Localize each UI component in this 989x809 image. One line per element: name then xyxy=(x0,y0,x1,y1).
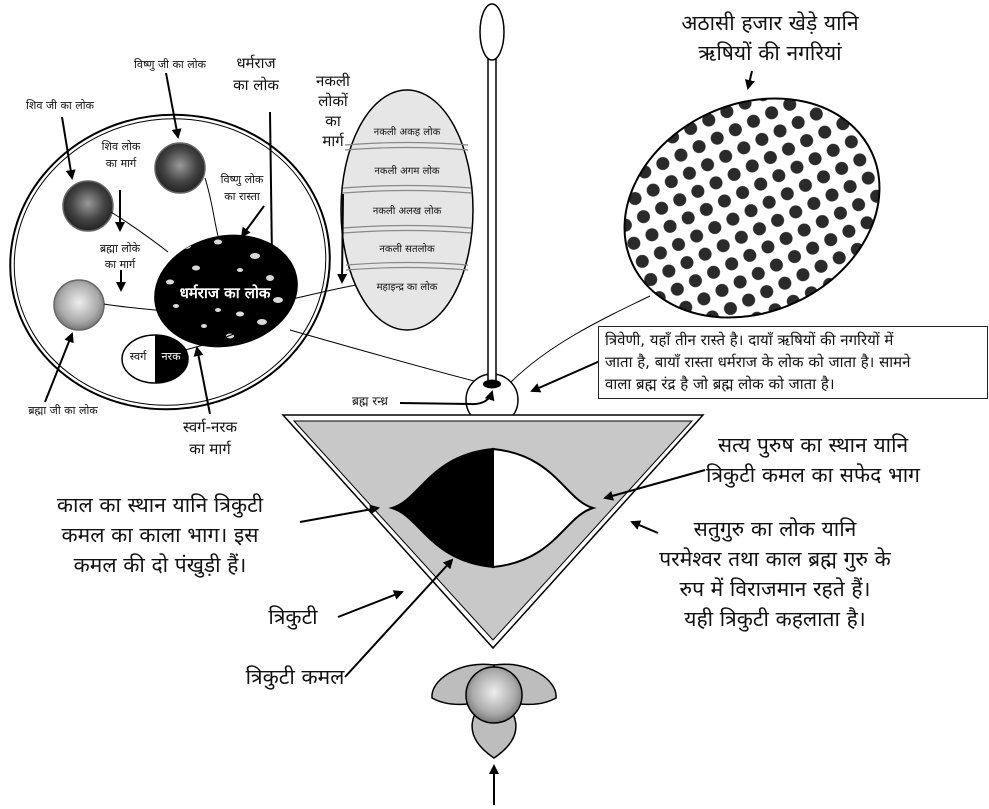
dharmraj-lok-label-2: का लोक xyxy=(216,76,296,95)
nakli-band-alakh: नकली अलख लोक xyxy=(357,206,457,219)
satguru-label-2: परमेश्वर तथा काल ब्रह्म गुरु के xyxy=(625,546,925,572)
lotus-icon xyxy=(432,664,556,758)
rishi-nagri-ellipse xyxy=(588,58,915,358)
satya-purush-label-2: त्रिकुटी कमल का सफेद भाग xyxy=(688,462,938,488)
kaal-label-3: कमल की दो पंखुड़ी हैं। xyxy=(15,552,305,578)
nakli-band-mahaindra: महाइन्द्र का लोक xyxy=(350,282,464,295)
swarg-narak-marg-label-1: स्वर्ग-नरक xyxy=(160,418,260,437)
triveni-line-1: त्रिवेणी, यहाँ तीन रास्ते है। दायाँ ऋषिय… xyxy=(605,330,981,352)
narak-label: नरक xyxy=(155,350,187,364)
brahma-marg-label-2: का मार्ग xyxy=(84,258,156,272)
triveni-line-2: जाता है, बायाँ रास्ता धर्मराज के लोक को … xyxy=(605,352,981,374)
trikuti-label: त्रिकुटी xyxy=(248,604,338,630)
satguru-label-1: सतुगुरु का लोक यानि xyxy=(640,516,910,542)
triveni-description: त्रिवेणी, यहाँ तीन रास्ते है। दायाँ ऋषिय… xyxy=(598,326,988,399)
satya-purush-label-1: सत्य पुरुष का स्थान यानि xyxy=(688,432,938,458)
swarg-narak-marg-label-2: का मार्ग xyxy=(160,440,260,459)
satguru-label-3: रुप में विराजमान रहते हैं। xyxy=(640,576,910,602)
dharmraj-lok-label-1: धर्मराज xyxy=(216,54,296,73)
rishi-nagri-title-2: ऋषियों की नगरियां xyxy=(660,40,880,66)
nakli-band-akah: नकली अकह लोक xyxy=(357,127,457,140)
satguru-label-4: यही त्रिकुटी कहलाता है। xyxy=(640,606,910,632)
dharmraj-center-label: धर्मराज का लोक xyxy=(160,284,290,303)
brahm-randhra-stick xyxy=(488,54,496,384)
kaal-label-1: काल का स्थान यानि त्रिकुटी xyxy=(15,492,305,518)
triveni-line-3: वाला ब्रह्म रंद्र है जो ब्रह्म लोक को जा… xyxy=(605,374,981,396)
nakli-band-agam: नकली अगम लोक xyxy=(357,166,457,179)
trikuti-kamal-label: त्रिकुटी कमल xyxy=(225,664,365,690)
nakli-band-satlok: नकली सतलोक xyxy=(357,244,457,257)
shiv-marg-label-1: शिव लोक xyxy=(86,140,156,154)
brahm-randhra-base xyxy=(483,380,501,389)
swarg-label: स्वर्ग xyxy=(122,350,154,364)
nakli-title-2: लोकों xyxy=(300,92,366,111)
shiv-lok-label: शिव जी का लोक xyxy=(5,99,115,113)
rishi-nagri-title-1: अठासी हजार खेड़े यानि xyxy=(640,10,900,36)
nakli-title-1: नकली xyxy=(300,72,366,91)
brahma-marg-label-1: ब्रह्मा लोके xyxy=(84,242,156,256)
shiv-marg-label-2: का मार्ग xyxy=(86,157,156,171)
brahm-randhra-top xyxy=(480,4,504,60)
vishnu-rasta-label-2: का रास्ता xyxy=(206,190,278,204)
vishnu-rasta-label-1: विष्णु लोक xyxy=(206,173,278,187)
kaal-label-2: कमल का काला भाग। इस xyxy=(15,522,305,548)
brahma-lok-label: ब्रह्मा जी का लोक xyxy=(8,404,118,418)
brahm-randhra-label: ब्रह्म रन्ध्र xyxy=(335,394,405,409)
